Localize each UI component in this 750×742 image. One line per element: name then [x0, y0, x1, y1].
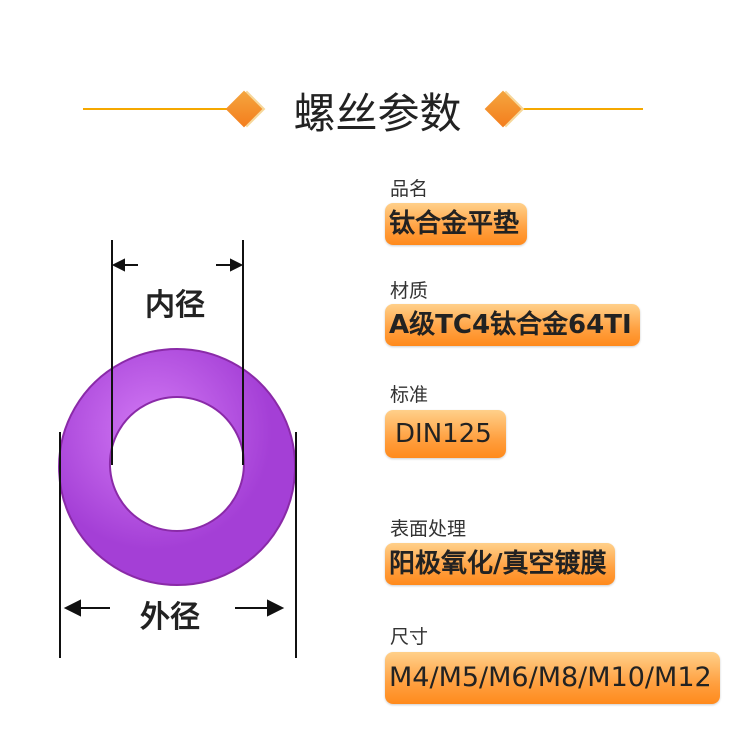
washer — [58, 348, 296, 586]
spec-label-name: 品名 — [390, 178, 429, 200]
spec-value-finish: 阳极氧化/真空镀膜 — [385, 543, 615, 585]
spec-value-name: 钛合金平垫 — [385, 203, 528, 245]
spec-value-standard: DIN125 — [385, 410, 506, 458]
title-line-left — [83, 108, 238, 110]
spec-value-size: M4/M5/M6/M8/M10/M12 — [385, 652, 720, 704]
outer-diameter-label: 外径 — [140, 600, 200, 635]
spec-label-size: 尺寸 — [390, 626, 429, 648]
spec-label-material: 材质 — [390, 280, 429, 302]
inner-diameter-label: 内径 — [145, 288, 205, 323]
spec-label-standard: 标准 — [390, 384, 429, 406]
title-line-right — [515, 108, 643, 110]
spec-value-material: A级TC4钛合金64TI — [385, 304, 640, 346]
spec-label-finish: 表面处理 — [390, 518, 467, 540]
section-title: 螺丝参数 — [293, 89, 462, 138]
